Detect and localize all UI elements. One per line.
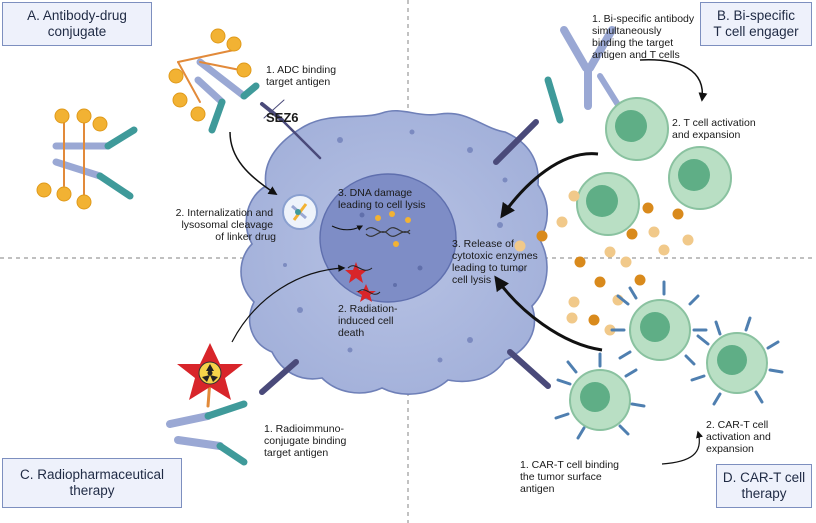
t-cells xyxy=(576,97,732,236)
adc-payload-stars xyxy=(168,28,252,122)
label-cart-binding: 1. CAR-T cell binding the tumor surface … xyxy=(520,459,622,495)
adc-antibody-free xyxy=(52,119,138,200)
label-adc-binding: 1. ADC binding target antigen xyxy=(266,64,339,88)
label-dna-damage: 3. DNA damage leading to cell lysis xyxy=(338,187,426,211)
dna-icon xyxy=(365,227,411,237)
label-radioimmuno: 1. Radioimmuno- conjugate binding target… xyxy=(264,423,349,459)
adc-antibody-bound xyxy=(177,49,260,134)
nucleus-vesicles xyxy=(359,212,423,287)
radiation-damage-icon xyxy=(345,262,381,302)
cytotoxic-arrows xyxy=(494,152,603,352)
car-receptors xyxy=(554,280,784,440)
label-t-activation: 2. T cell activation and expansion xyxy=(672,117,759,141)
label-radiation-death: 2. Radiation- induced cell death xyxy=(338,303,400,339)
lysosome xyxy=(282,194,318,230)
panel-a-title: A. Antibody-drug conjugate xyxy=(2,2,152,46)
antigen-sez6-top xyxy=(260,99,322,160)
radioimmunoconjugate xyxy=(166,378,248,466)
process-arrows xyxy=(229,59,708,465)
antigen-sez6-lowerright xyxy=(507,349,551,389)
panel-c-title: C. Radiopharmaceutical therapy xyxy=(2,458,182,508)
car-t-cells xyxy=(569,299,768,431)
antigen-sez6-bottom xyxy=(259,359,299,395)
antigen-sez6-right xyxy=(493,119,539,165)
label-internalization: 2. Internalization and lysosomal cleavag… xyxy=(176,207,277,243)
panel-d-title: D. CAR-T cell therapy xyxy=(716,464,812,508)
dna-damage-drugs xyxy=(375,211,411,247)
label-cart-activation: 2. CAR-T cell activation and expansion xyxy=(706,419,774,455)
bispecific-antibody xyxy=(544,26,623,124)
panel-b-title: B. Bi-specific T cell engager xyxy=(700,2,812,46)
cytotoxic-granules xyxy=(514,190,694,336)
label-bispecific-binding: 1. Bi-specific antibody simultaneously b… xyxy=(592,13,697,61)
label-sez6: SEZ6 xyxy=(266,110,299,125)
radiation-star-icon xyxy=(177,343,243,400)
adc-free-stars xyxy=(36,108,108,210)
label-cytotoxic: 3. Release of cytotoxic enzymes leading … xyxy=(452,238,541,286)
